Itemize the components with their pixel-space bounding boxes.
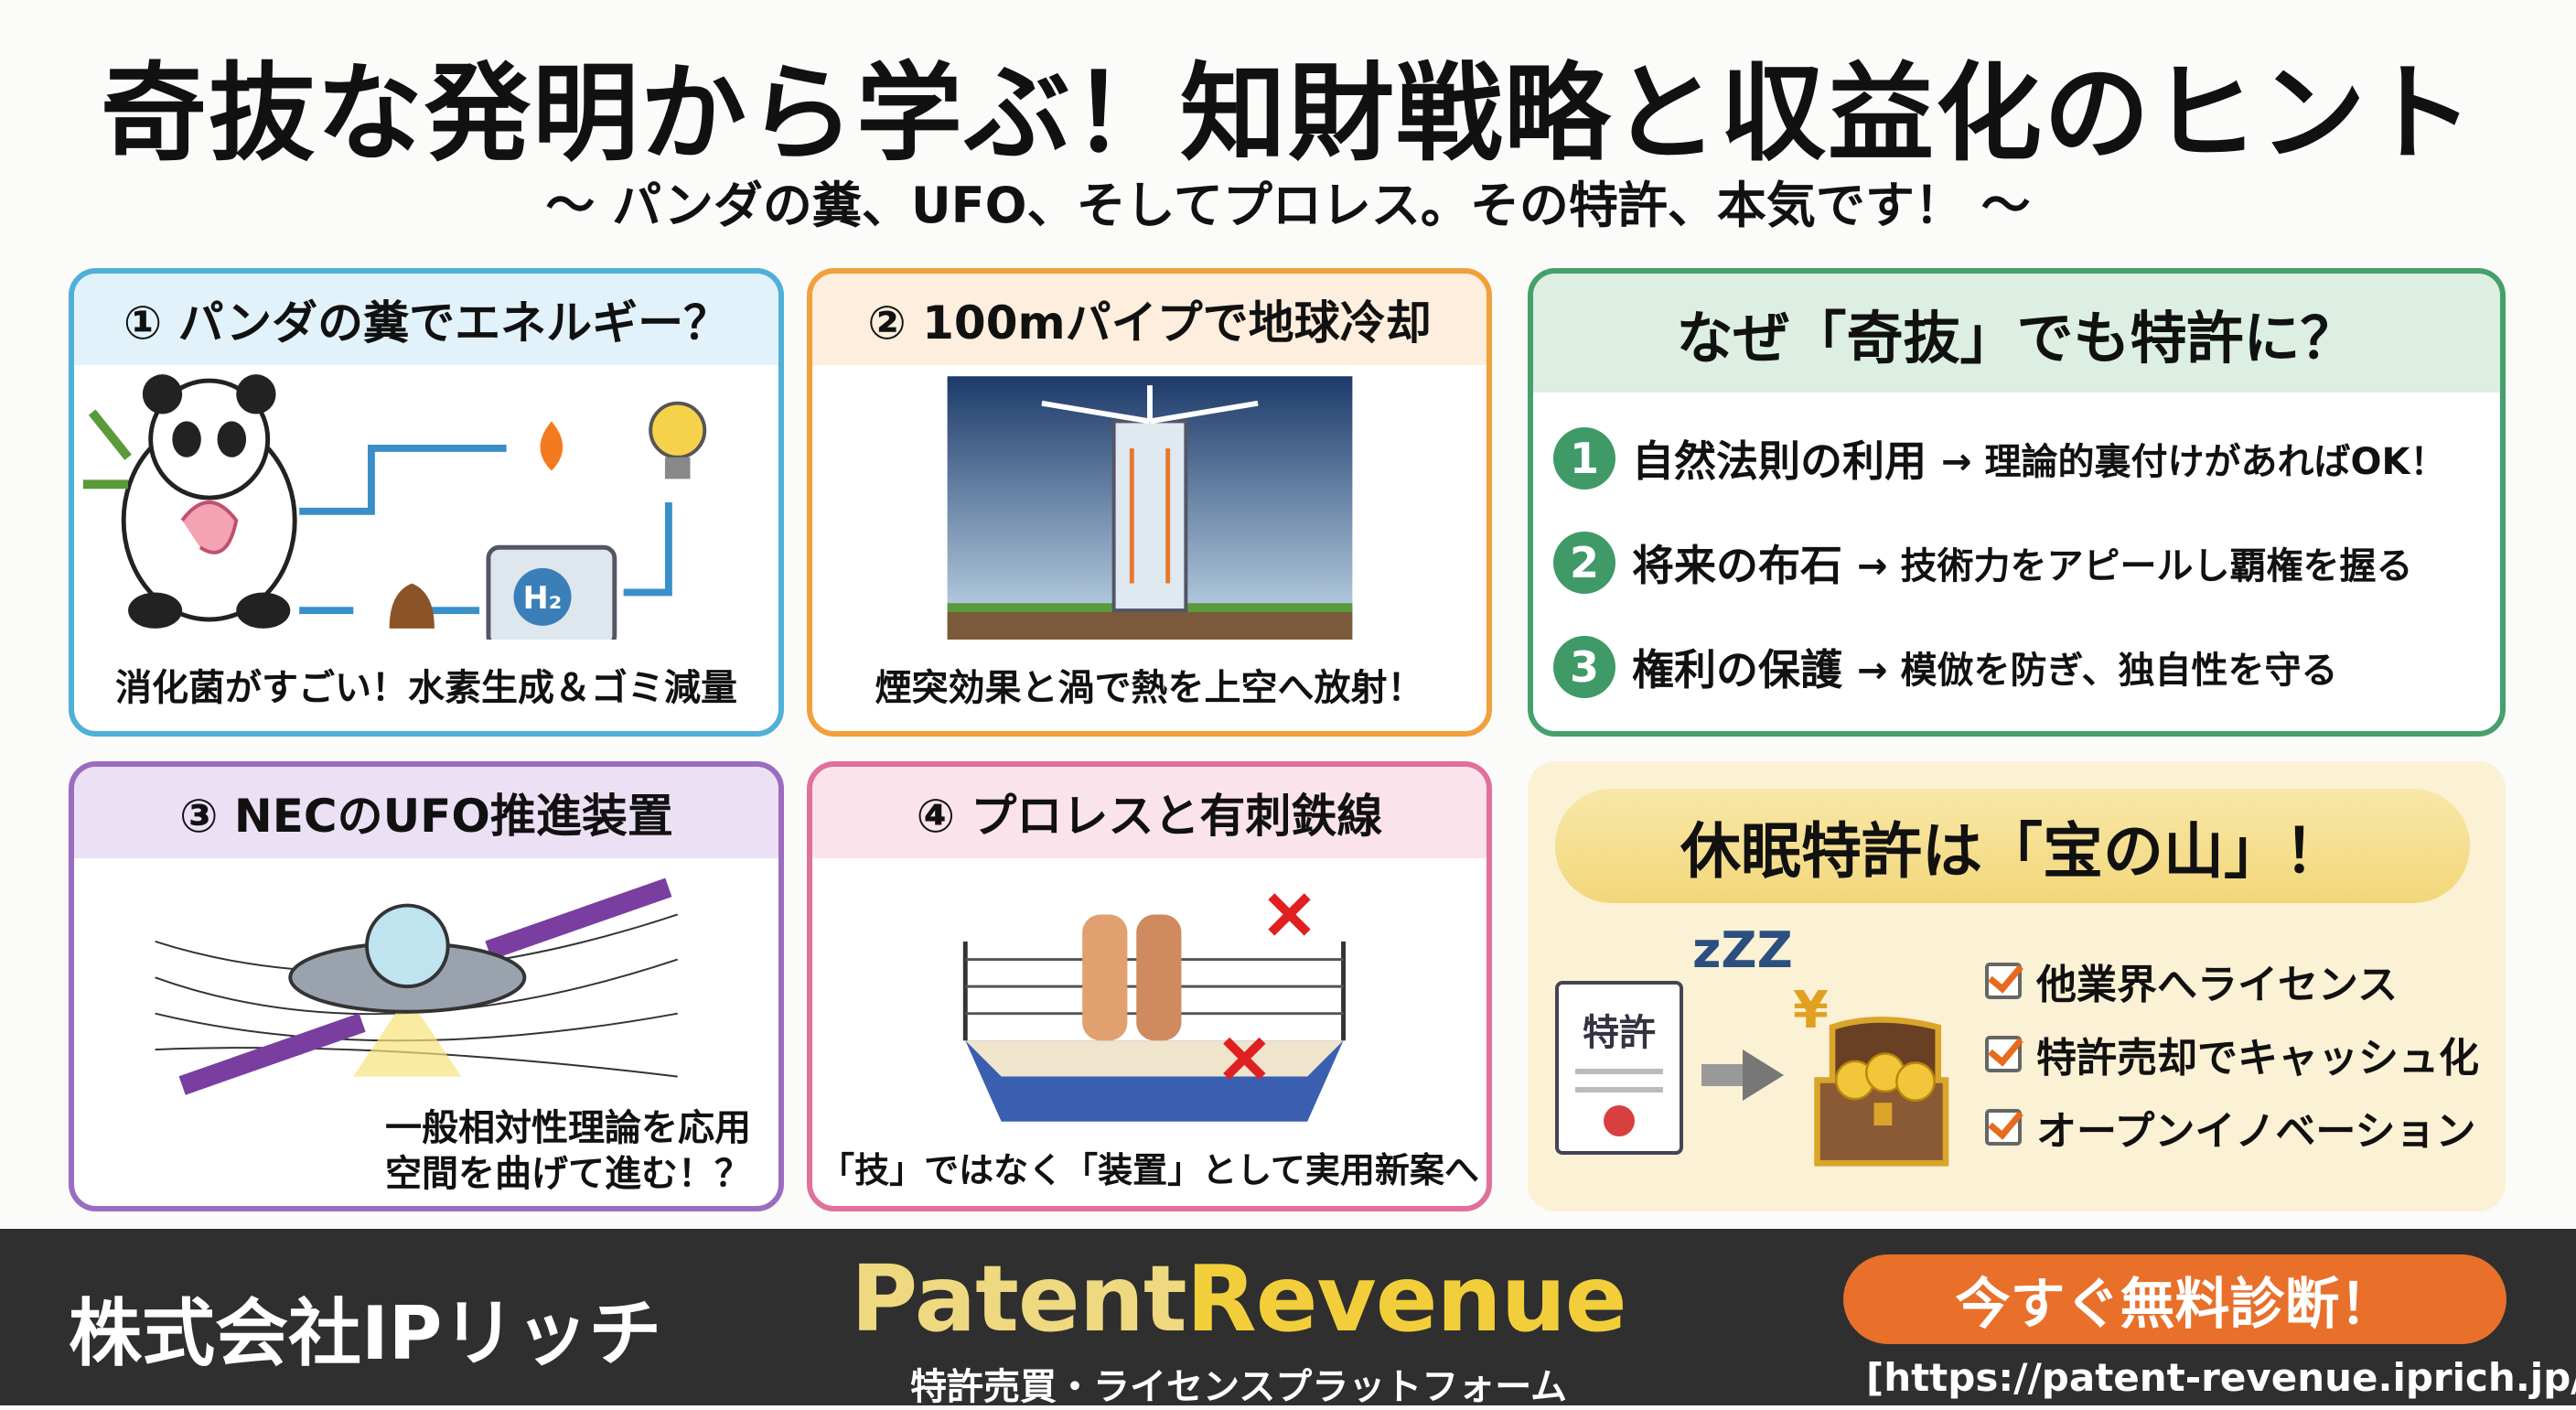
x-mark-icon [1272, 897, 1307, 932]
arrow-icon [1743, 1049, 1784, 1101]
brand-part-revenue: Revenue [1186, 1245, 1626, 1352]
page-subtitle: 〜 パンダの糞、UFO、そしてプロレス。その特許、本気です！ 〜 [0, 165, 2576, 237]
panel-caption: 「技」ではなく「装置」として実用新案へ [812, 1142, 1487, 1192]
panel-heading: ③ NECのUFO推進装置 [74, 767, 778, 858]
poop-icon [390, 584, 435, 629]
dormant-heading: 休眠特許は「宝の山」！ [1555, 789, 2470, 903]
footer-bar: 株式会社IPリッチ PatentRevenue 特許売買・ライセンスプラットフォ… [0, 1229, 2576, 1405]
ufo-illustration [74, 858, 778, 1133]
brand-part-patent: Patent [851, 1245, 1186, 1352]
panel-pipe-cooling: ② 100mパイプで地球冷却 煙突効果と渦で熱を上空へ放射！ [807, 268, 1492, 737]
h2-label: H₂ [523, 580, 563, 616]
panel-caption: 煙突効果と渦で熱を上空へ放射！ [812, 658, 1487, 711]
website-url-link[interactable]: [https://patent-revenue.iprich.jp/ [1866, 1355, 2488, 1400]
checklist-item: 特許売却でキャッシュ化 [1985, 1017, 2497, 1091]
number-badge: 2 [1553, 532, 1615, 594]
panel-wrestling: ④ プロレスと有刺鉄線 「技」ではなく「装置」として実用新案へ [807, 761, 1492, 1211]
panel-why-patent: なぜ「奇抜」でも特許に？ 1 自然法則の利用 → 理論的裏付けがあればOK！ 2将… [1528, 268, 2506, 737]
checklist-item: オープンイノベーション [1985, 1091, 2497, 1164]
pipe-illustration [812, 365, 1487, 640]
checklist-item: 他業界へライセンス [1985, 944, 2497, 1017]
checklist-label: 他業界へライセンス [2036, 952, 2398, 1010]
panel-panda: ① パンダの糞でエネルギー？ H₂ 消化菌がすごい！水素生成＆ゴミ減量 [69, 268, 784, 737]
reason-label: 将来の布石 [1632, 533, 1842, 593]
reason-label: 自然法則の利用 [1632, 428, 1927, 489]
reason-item: 1 自然法則の利用 → 理論的裏付けがあればOK！ [1553, 406, 2500, 511]
reason-detail: → 理論的裏付けがあればOK！ [1941, 432, 2446, 485]
checklist-label: 特許売却でキャッシュ化 [2036, 1025, 2479, 1083]
document-label: 特許 [1559, 1003, 1680, 1056]
checkbox-checked-icon [1985, 963, 2022, 999]
why-heading: なぜ「奇抜」でも特許に？ [1533, 274, 2500, 393]
flame-icon [541, 421, 564, 470]
arrow-icon [299, 448, 506, 511]
reason-detail: → 技術力をアピールし覇権を握る [1857, 536, 2412, 589]
company-name: 株式会社IPリッチ [69, 1275, 661, 1381]
panel-heading: ② 100mパイプで地球冷却 [812, 274, 1487, 365]
page-title: 奇抜な発明から学ぶ！知財戦略と収益化のヒント [0, 27, 2576, 181]
panel-ufo: ③ NECのUFO推進装置 一般相対性理論を応用 空間を曲げて進む！？ [69, 761, 784, 1211]
checkbox-checked-icon [1985, 1036, 2022, 1072]
panda-icon [83, 374, 295, 629]
number-badge: 1 [1553, 427, 1615, 490]
panel-caption-line: 空間を曲げて進む！？ [74, 1151, 751, 1197]
panel-heading: ① パンダの糞でエネルギー？ [74, 274, 778, 365]
checklist-label: オープンイノベーション [2036, 1098, 2475, 1157]
treasure-chest-icon [1802, 1008, 1976, 1182]
reason-item: 3 権利の保護 → 模倣を防ぎ、独自性を守る [1553, 615, 2500, 719]
panel-caption-line: 一般相対性理論を応用 [74, 1105, 751, 1151]
free-diagnosis-button[interactable]: 今すぐ無料診断！ [1843, 1254, 2506, 1344]
panda-energy-illustration: H₂ [74, 365, 778, 640]
panel-caption: 消化菌がすごい！水素生成＆ゴミ減量 [74, 658, 778, 711]
panel-heading: ④ プロレスと有刺鉄線 [812, 767, 1487, 858]
lightbulb-icon [650, 404, 704, 457]
panel-dormant-patents: 休眠特許は「宝の山」！ 特許 zZZ ¥ 他業界へライセンス 特許売却でキャッシ… [1528, 761, 2506, 1211]
number-badge: 3 [1553, 636, 1615, 698]
patent-document-icon: 特許 [1555, 981, 1683, 1155]
reason-item: 2 将来の布石 → 技術力をアピールし覇権を握る [1553, 511, 2500, 615]
sleep-zzz: zZZ [1692, 921, 1793, 979]
wrestling-ring-illustration [812, 858, 1487, 1133]
brand-tagline: 特許売買・ライセンスプラットフォーム [910, 1357, 1567, 1410]
reason-detail: → 模倣を防ぎ、独自性を守る [1857, 640, 2337, 694]
reason-label: 権利の保護 [1632, 637, 1842, 697]
checkbox-checked-icon [1985, 1109, 2022, 1146]
brand-logo[interactable]: PatentRevenue [851, 1245, 1626, 1352]
